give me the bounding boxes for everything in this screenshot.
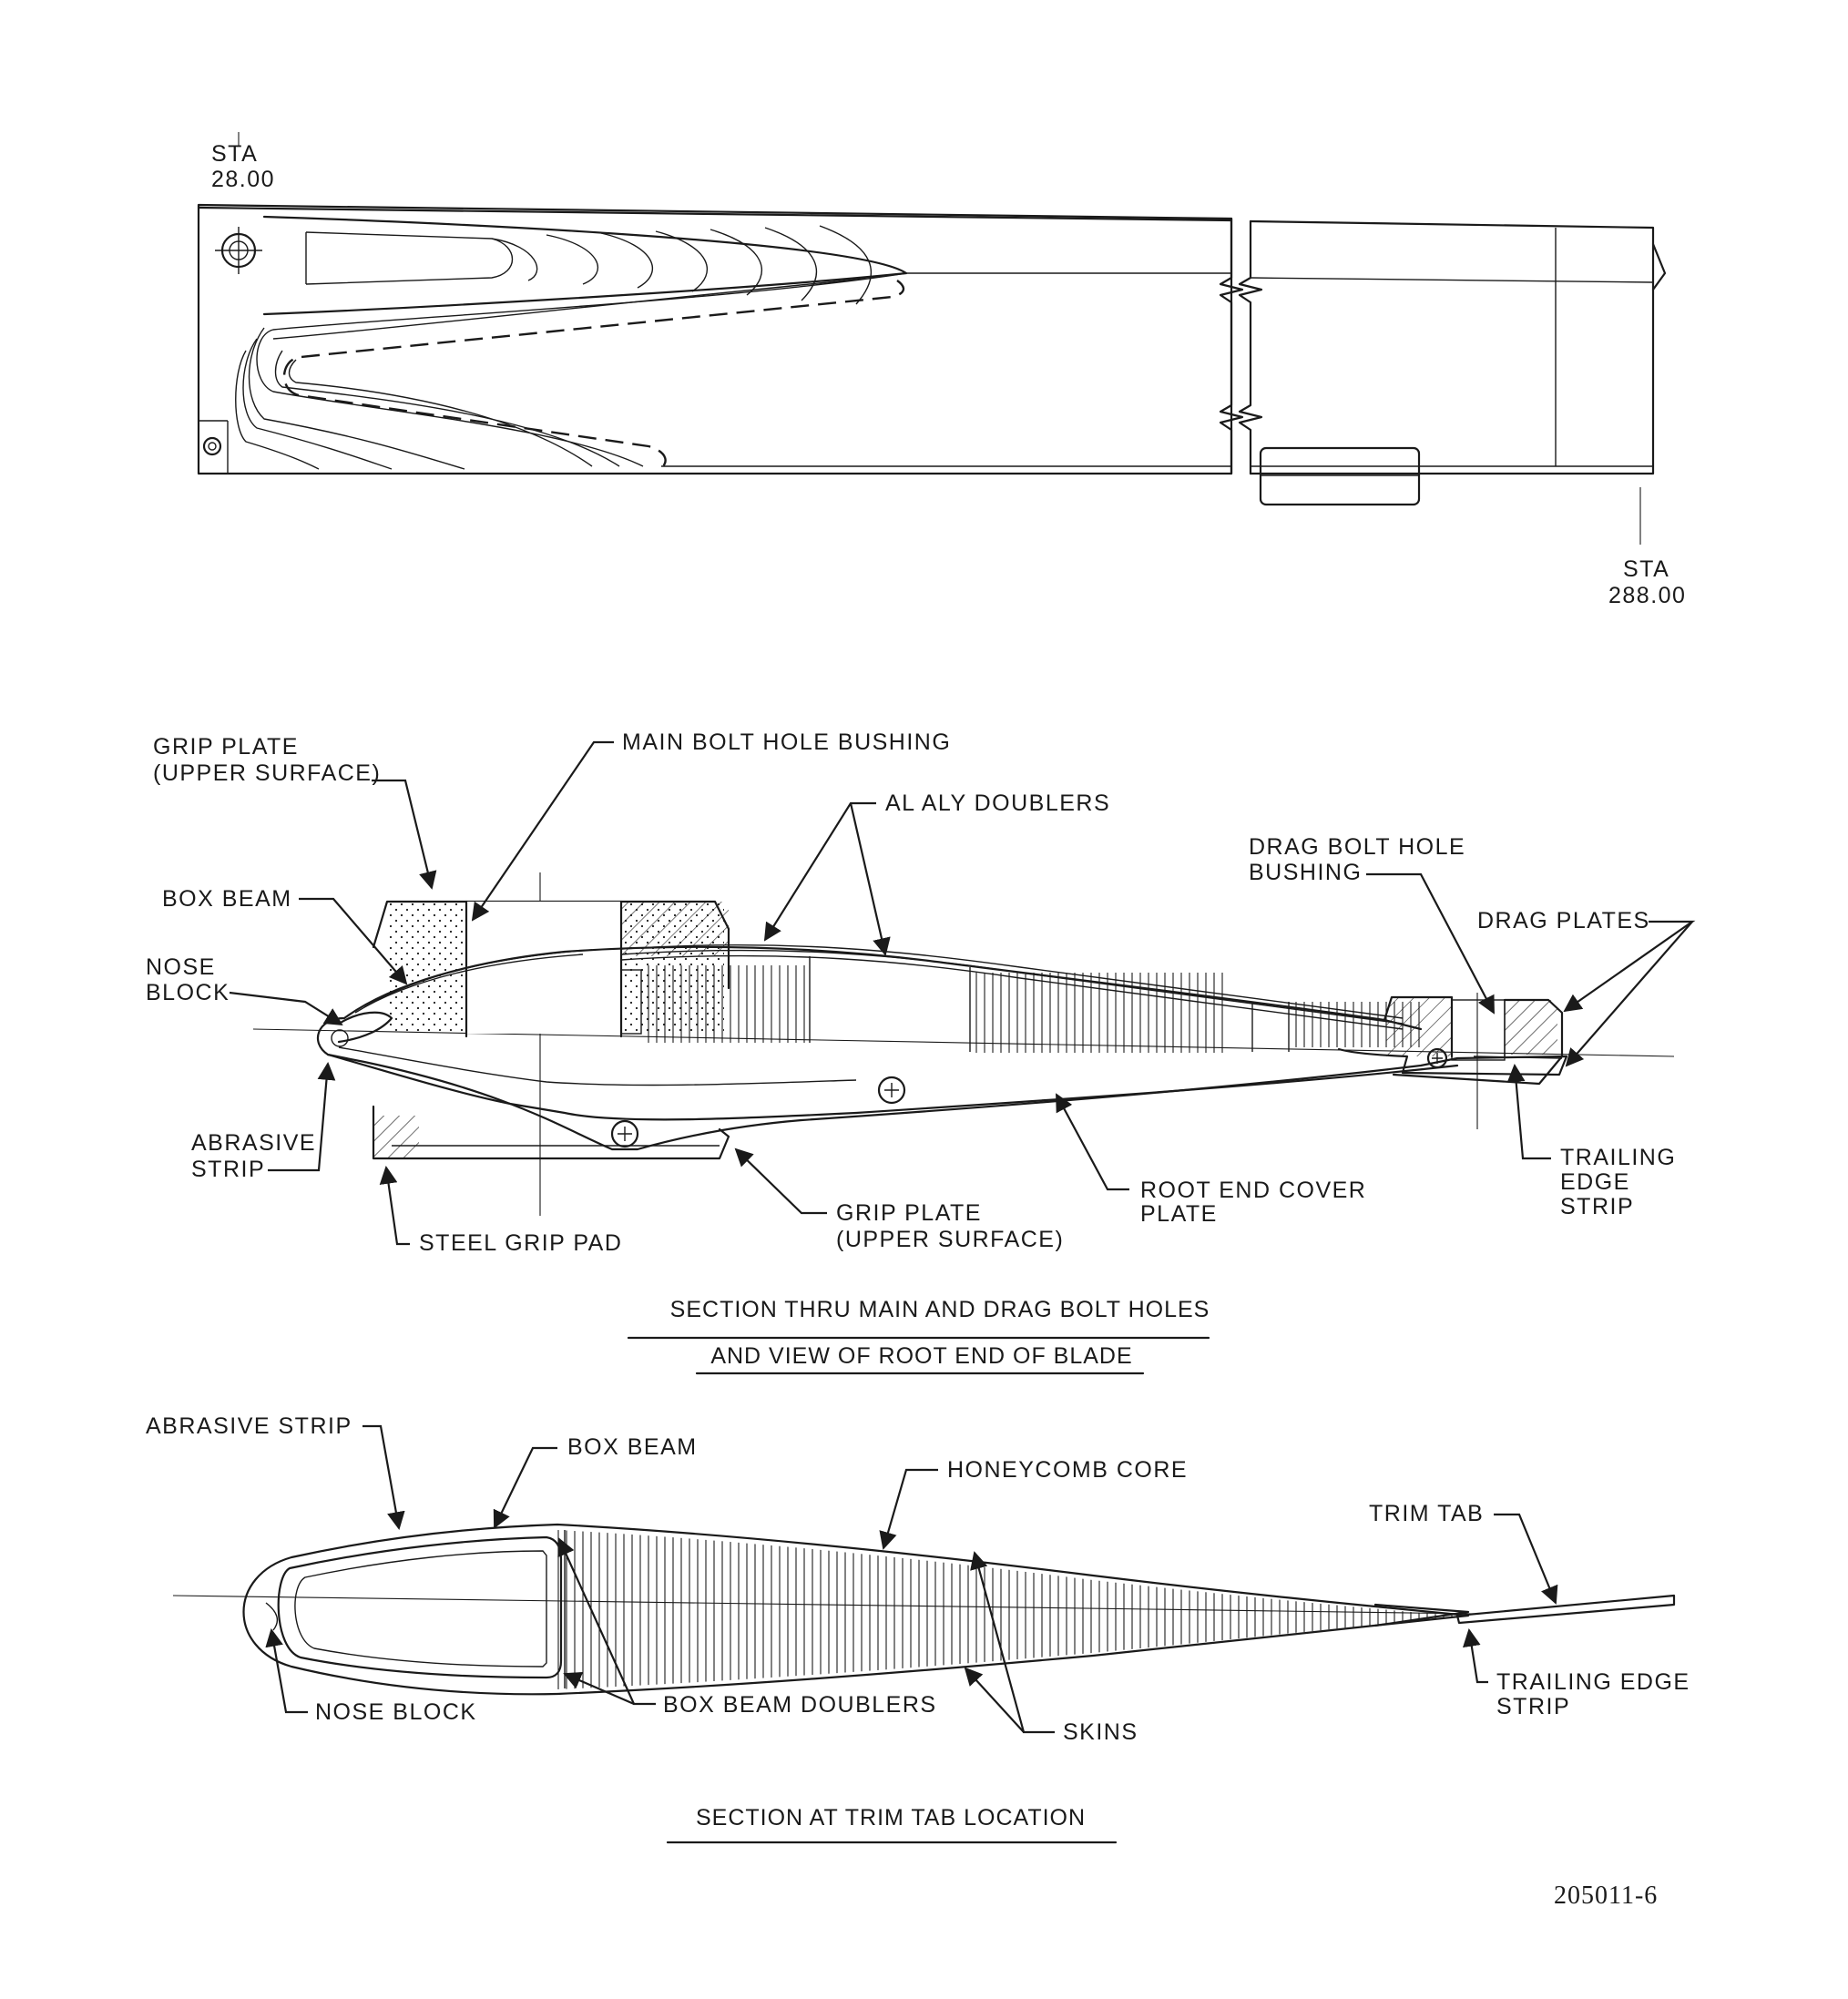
trim-tab [1455, 1594, 1676, 1625]
caption-section-main-1: SECTION THRU MAIN AND DRAG BOLT HOLES [670, 1297, 1210, 1322]
label-box-beam-doublers: BOX BEAM DOUBLERS [663, 1692, 937, 1718]
trim-box-beam [277, 1535, 563, 1679]
label-trailing-edge-strip-1: TRAILING [1560, 1145, 1676, 1170]
nose-block [337, 1011, 393, 1044]
label-trailing-edge-strip-trim-1: TRAILING EDGE [1496, 1669, 1690, 1695]
spar-dashed-line [282, 280, 905, 467]
label-grip-plate-upper-1: GRIP PLATE [153, 734, 299, 760]
planform-outboard-outline [1249, 219, 1655, 475]
caption-section-main-2: AND VIEW OF ROOT END OF BLADE [710, 1343, 1132, 1369]
label-trailing-edge-strip-2: EDGE [1560, 1169, 1630, 1195]
sta-root-value: 28.00 [211, 167, 275, 192]
steel-grip-pad [372, 1105, 730, 1160]
label-grip-plate-upper-2: (UPPER SURFACE) [153, 760, 381, 786]
trim-section-airfoil [242, 1523, 1470, 1696]
section-main-bolt-holes: GRIP PLATE (UPPER SURFACE) MAIN BOLT HOL… [146, 729, 1696, 1375]
label-drag-bolt-hole-bushing-2: BUSHING [1249, 860, 1362, 885]
sta-tip-label: STA [1623, 556, 1669, 582]
label-drag-bolt-hole-bushing-1: DRAG BOLT HOLE [1249, 834, 1465, 860]
label-al-aly-doublers: AL ALY DOUBLERS [885, 790, 1110, 816]
label-skins: SKINS [1063, 1719, 1138, 1745]
blade-planform-view: STA 28.00 STA 288.00 [197, 132, 1686, 608]
label-root-end-cover-plate-2: PLATE [1140, 1201, 1218, 1227]
label-steel-grip-pad: STEEL GRIP PAD [419, 1230, 622, 1256]
label-trailing-edge-strip-trim-2: STRIP [1496, 1694, 1570, 1719]
label-drag-plates: DRAG PLATES [1477, 908, 1650, 933]
label-trailing-edge-strip-3: STRIP [1560, 1194, 1634, 1219]
label-root-end-cover-plate-1: ROOT END COVER [1140, 1178, 1366, 1203]
section-trim-tab: ABRASIVE STRIP BOX BEAM HONEYCOMB CORE T… [146, 1413, 1690, 1844]
label-box-beam-trim: BOX BEAM [567, 1434, 698, 1460]
label-nose-block-2: BLOCK [146, 980, 230, 1005]
label-grip-plate-lower-1: GRIP PLATE [836, 1200, 982, 1226]
label-honeycomb-core: HONEYCOMB CORE [947, 1457, 1188, 1483]
caption-section-trim: SECTION AT TRIM TAB LOCATION [696, 1805, 1086, 1831]
trim-tab-outline [1259, 446, 1421, 506]
figure-number: 205011-6 [1554, 1882, 1658, 1910]
label-nose-block-trim: NOSE BLOCK [315, 1699, 477, 1725]
label-grip-plate-lower-2: (UPPER SURFACE) [836, 1227, 1064, 1252]
label-abrasive-strip: ABRASIVE STRIP [146, 1413, 352, 1439]
label-main-bolt-hole-bushing: MAIN BOLT HOLE BUSHING [622, 729, 951, 755]
label-trim-tab: TRIM TAB [1369, 1501, 1484, 1526]
label-abrasive-strip-2: STRIP [191, 1157, 265, 1182]
drag-bolt-hole [202, 436, 222, 456]
sta-root-label: STA [211, 141, 258, 167]
planform-inboard-outline [197, 203, 1233, 475]
label-nose-block-1: NOSE [146, 954, 216, 980]
sta-tip-value: 288.00 [1608, 583, 1686, 608]
label-box-beam: BOX BEAM [162, 886, 292, 912]
label-abrasive-strip-1: ABRASIVE [191, 1130, 316, 1156]
